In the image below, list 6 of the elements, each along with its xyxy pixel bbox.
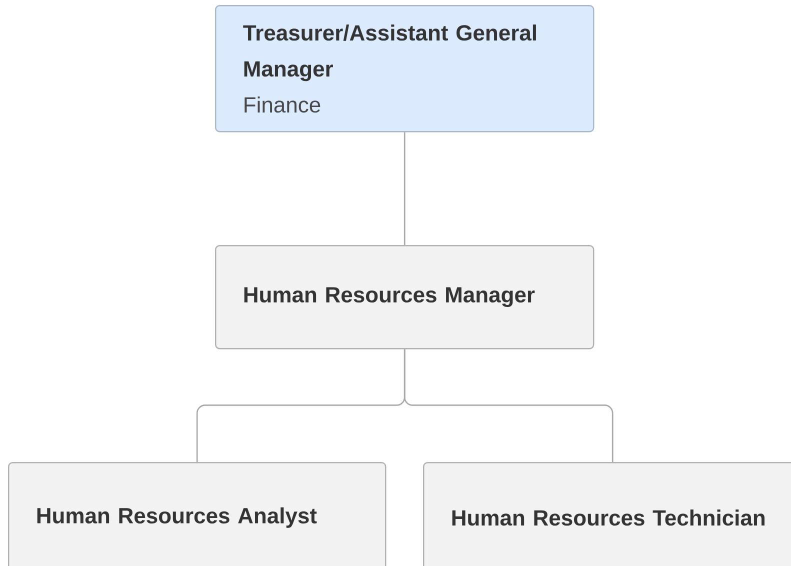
role-box: Human Resources Analyst xyxy=(8,462,386,566)
connector-line xyxy=(404,349,614,462)
role-box: Human Resources Manager xyxy=(215,245,594,350)
boss-box: Treasurer/Assistant General Manager Finance xyxy=(215,5,594,132)
connector-line xyxy=(404,132,406,245)
role-box: Human Resources Technician xyxy=(423,462,791,566)
